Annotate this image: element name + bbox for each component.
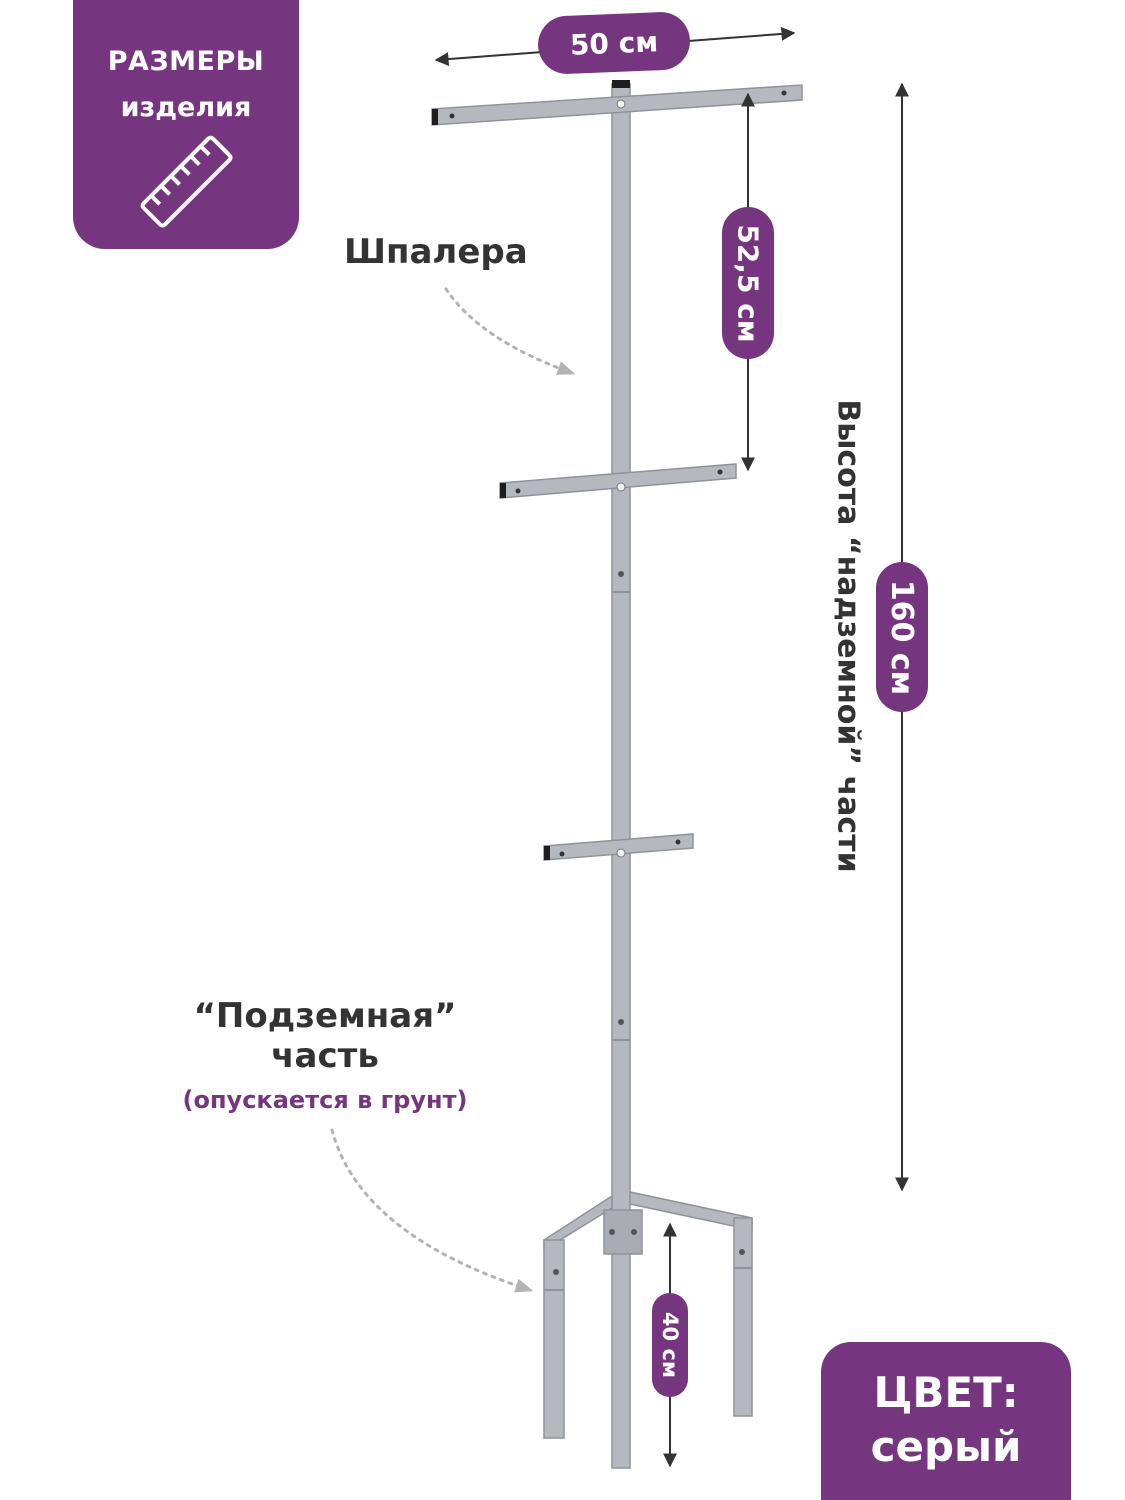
trellis-label: Шпалера — [344, 232, 528, 272]
depth-dimension-text: 40 см — [658, 1311, 682, 1379]
crossbar-hole — [781, 90, 787, 96]
crossbar-bolt — [616, 848, 626, 858]
crossbar-end-cap — [544, 846, 550, 860]
crossbar-bolt — [616, 99, 626, 109]
crossbar-hole — [675, 839, 681, 845]
underground-label: “Подземная” часть — [150, 996, 500, 1076]
crossbar-hole — [515, 488, 521, 494]
depth-dimension-label: 40 см — [652, 1293, 688, 1397]
dimensions-badge: РАЗМЕРЫ изделия — [73, 0, 299, 249]
trellis-pointer-arrow — [444, 287, 576, 375]
pole-bolt — [618, 571, 624, 577]
badge-title: РАЗМЕРЫ — [107, 46, 265, 77]
crossbar-hole — [449, 113, 455, 119]
color-badge: ЦВЕТ: серый — [821, 1342, 1071, 1500]
crossbar-end-cap — [500, 483, 506, 498]
underground-label-line1: “Подземная” — [193, 996, 457, 1036]
crossbar-hole — [559, 851, 565, 857]
leg-bolt — [553, 1269, 559, 1275]
badge-subtitle: изделия — [120, 92, 252, 123]
ruler-icon — [140, 135, 233, 228]
underground-pointer-arrow — [330, 1128, 534, 1293]
pole-bolt — [618, 1019, 624, 1025]
tripod-hub-bolt — [609, 1229, 615, 1235]
spacing-dimension-label: 52,5 см — [722, 207, 774, 359]
crossbar-hole — [717, 469, 723, 475]
width-dimension-label: 50 см — [536, 10, 692, 76]
underground-note: (опускается в грунт) — [182, 1086, 468, 1114]
tripod-hub-bolt — [631, 1229, 637, 1235]
trellis-pole — [611, 83, 631, 1469]
color-label: ЦВЕТ: — [873, 1368, 1019, 1417]
crossbar-bolt — [616, 482, 626, 492]
spacing-dimension-text: 52,5 см — [731, 223, 765, 343]
height-dimension-text: 160 см — [884, 579, 920, 695]
tripod-leg-right — [733, 1217, 753, 1417]
pole-top-cap — [612, 80, 630, 88]
height-caption-text: Высота “надземной” части — [830, 399, 866, 873]
color-value: серый — [870, 1422, 1022, 1471]
leg-bolt — [739, 1249, 745, 1255]
tripod-leg-left — [543, 1239, 565, 1439]
underground-label-line2: часть — [271, 1036, 379, 1076]
crossbar-end-cap — [432, 109, 438, 125]
height-dimension-label: 160 см — [876, 562, 928, 712]
